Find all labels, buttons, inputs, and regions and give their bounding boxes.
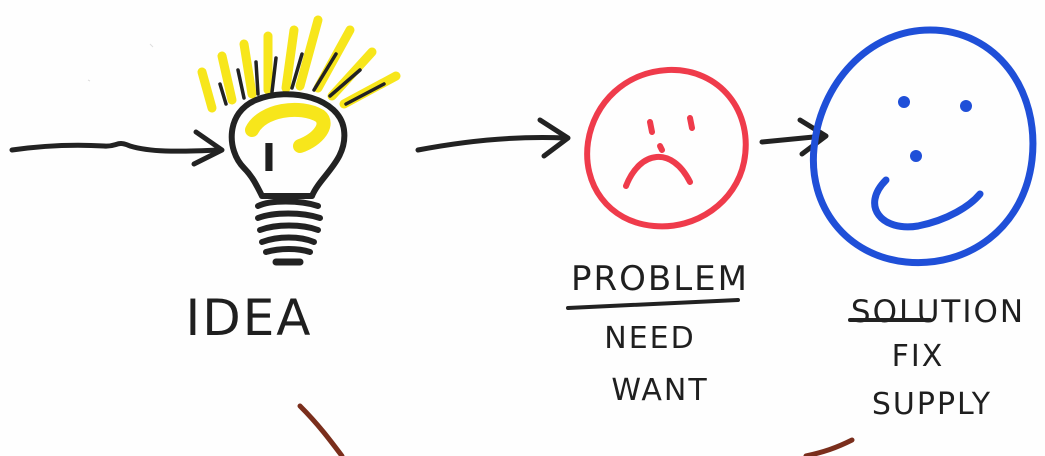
problem-line: NEED xyxy=(604,321,695,356)
problem-underline xyxy=(568,300,738,308)
brown-line-left xyxy=(300,406,342,456)
brown-line-right xyxy=(806,440,852,456)
paper-speck xyxy=(150,44,153,47)
lightbulb-icon xyxy=(232,94,345,262)
paper-speck xyxy=(88,80,90,81)
solution-line: SUPPLY xyxy=(872,387,992,422)
bulb-letter: I xyxy=(262,136,278,180)
solution-line: FIX xyxy=(892,339,945,374)
happy-face-icon xyxy=(813,30,1033,263)
problem-line: WANT xyxy=(611,373,708,408)
idea-label: IDEA xyxy=(185,289,312,347)
sad-face-icon xyxy=(587,70,746,226)
arrow-to-problem xyxy=(418,120,568,156)
solution-title: SOLUTION xyxy=(851,294,1025,330)
problem-title: PROBLEM xyxy=(571,259,749,299)
incoming-arrow xyxy=(12,132,222,164)
